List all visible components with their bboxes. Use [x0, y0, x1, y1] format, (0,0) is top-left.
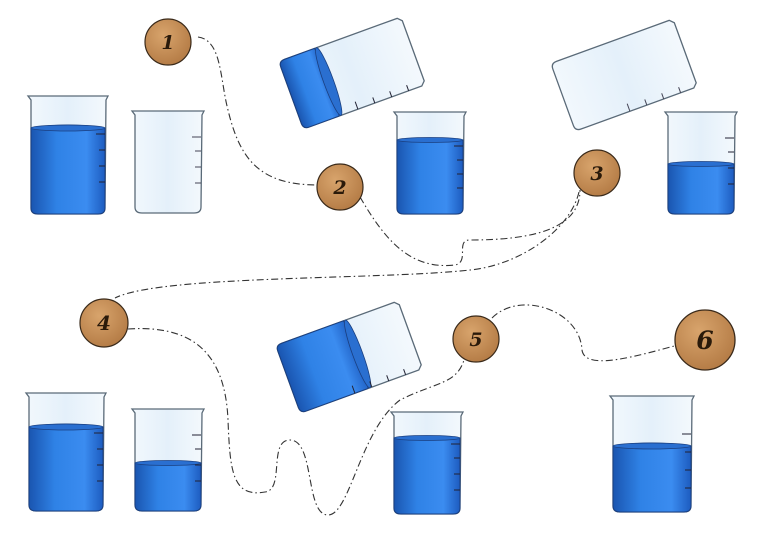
step-badge-2: 2: [316, 163, 364, 211]
step-label-5: 5: [469, 329, 482, 351]
beaker-6: [608, 395, 696, 513]
step-badge-5: 5: [452, 315, 500, 363]
step-label-4: 4: [97, 311, 111, 335]
beaker-4a: [24, 392, 108, 512]
step-badge-icon: [452, 315, 500, 363]
beaker-2: [392, 111, 468, 215]
step-badge-icon: [674, 309, 736, 371]
step-badge-icon: [316, 163, 364, 211]
step-label-3: 3: [590, 163, 603, 185]
step-label-6: 6: [696, 326, 713, 355]
step-badge-icon: [79, 298, 129, 348]
step-label-1: 1: [161, 32, 174, 54]
step-badge-1: 1: [144, 18, 192, 66]
step-badge-icon: [573, 149, 621, 197]
connector-path: [114, 36, 679, 516]
step-badge-icon: [144, 18, 192, 66]
tilted-beaker-5: [276, 301, 422, 413]
beaker-1b: [130, 110, 206, 214]
beaker-1a: [26, 95, 110, 215]
tilted-beaker-2: [279, 17, 425, 129]
step-label-2: 2: [332, 177, 346, 199]
tilted-beaker-3: [551, 19, 697, 131]
beaker-5: [389, 411, 465, 515]
step-badge-6: 6: [674, 309, 736, 371]
beaker-3: [663, 111, 739, 215]
beaker-4b: [130, 408, 206, 512]
step-badge-3: 3: [573, 149, 621, 197]
step-badge-4: 4: [79, 298, 129, 348]
